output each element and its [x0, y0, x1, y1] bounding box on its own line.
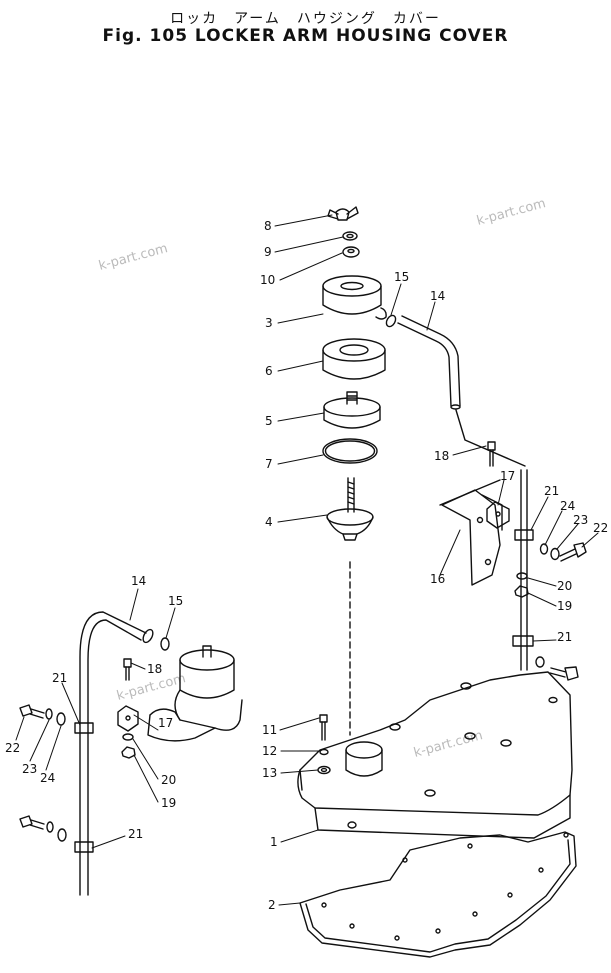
callout-16: 16 [430, 572, 445, 586]
callout-15-right: 15 [394, 270, 409, 284]
breather-element [322, 338, 386, 380]
bolt-left [123, 658, 132, 681]
callout-2: 2 [268, 898, 276, 912]
breather-housing-left [147, 645, 243, 742]
washer-right [516, 572, 528, 580]
tube-bracket-right [439, 479, 503, 586]
hose-clamp-left [160, 637, 170, 651]
washer-left [122, 733, 134, 741]
callout-12: 12 [262, 744, 277, 758]
breather-tube-left [79, 611, 154, 896]
leader-lines [15, 214, 599, 906]
bolt-set-lower-right [535, 656, 579, 681]
tube-clamp-left-upper [74, 722, 94, 734]
callout-4: 4 [265, 515, 273, 529]
washer [342, 231, 358, 241]
callout-24-right: 24 [560, 499, 575, 513]
lock-washer-right [539, 543, 549, 555]
callout-23-left: 23 [22, 762, 37, 776]
tube-clamp-upper [514, 529, 534, 541]
wing-nut [327, 206, 359, 221]
cover-seal [317, 765, 331, 775]
callout-19-left: 19 [161, 796, 176, 810]
callout-6: 6 [265, 364, 273, 378]
seal-washer [342, 246, 360, 258]
callout-15-left: 15 [168, 594, 183, 608]
figure-title: Fig. 105 LOCKER ARM HOUSING COVER [102, 26, 509, 46]
callout-19-right: 19 [557, 599, 572, 613]
breather-tube-right [520, 469, 528, 671]
callout-20-left: 20 [161, 773, 176, 787]
callout-7: 7 [265, 457, 273, 471]
callout-14-right: 14 [430, 289, 445, 303]
callout-13: 13 [262, 766, 277, 780]
callout-1: 1 [270, 835, 278, 849]
callout-8: 8 [264, 219, 272, 233]
hose-clamp-right [385, 314, 397, 328]
figure-title-japanese: ロッカ アーム ハウジング カバー [170, 11, 441, 27]
tube-clamp-lower [512, 635, 534, 647]
rocker-arm-housing-cover [297, 671, 573, 839]
hex-bolt-right [559, 542, 587, 562]
callout-24-left: 24 [40, 771, 55, 785]
callout-3: 3 [265, 316, 273, 330]
bolt-set-left-lower [19, 815, 67, 842]
cover-washer [319, 748, 329, 756]
cover-gasket [299, 831, 577, 958]
callout-14-left: 14 [131, 574, 146, 588]
flat-washer-right [550, 547, 560, 561]
element-cover [323, 391, 381, 429]
nut-right [514, 585, 529, 598]
callout-10: 10 [260, 273, 275, 287]
tube-clamp-left-lower [74, 841, 94, 853]
callout-5: 5 [265, 414, 273, 428]
callout-18-right: 18 [434, 449, 449, 463]
hose-to-tube-line [455, 409, 526, 467]
bolt-set-left-upper [19, 704, 66, 726]
callout-21-left-lower: 21 [128, 827, 143, 841]
callout-23-right: 23 [573, 513, 588, 527]
o-ring [322, 438, 378, 464]
watermark-4: k-part.com [412, 728, 484, 761]
callout-17-right: 17 [500, 469, 515, 483]
callout-labels: 8 9 10 3 6 5 7 4 15 14 18 17 21 24 23 22… [5, 219, 608, 912]
clip-right [486, 501, 510, 529]
callout-20-right: 20 [557, 579, 572, 593]
callout-17-left: 17 [158, 716, 173, 730]
callout-21-left-upper: 21 [52, 671, 67, 685]
bolt-right [487, 441, 496, 467]
watermark-2: k-part.com [475, 196, 547, 229]
callout-22-right: 22 [593, 521, 608, 535]
callout-22-left: 22 [5, 741, 20, 755]
breather-hose-right [397, 315, 461, 410]
callout-21-right-upper: 21 [544, 484, 559, 498]
callout-21-right-lower: 21 [557, 630, 572, 644]
clip-left [117, 705, 139, 732]
cover-bolt [319, 714, 328, 741]
watermark-1: k-part.com [97, 241, 169, 274]
breather-cap [322, 275, 387, 320]
callout-11: 11 [262, 723, 277, 737]
nut-left [121, 746, 136, 759]
callout-9: 9 [264, 245, 272, 259]
breather-body [326, 477, 374, 541]
callout-18-left: 18 [147, 662, 162, 676]
